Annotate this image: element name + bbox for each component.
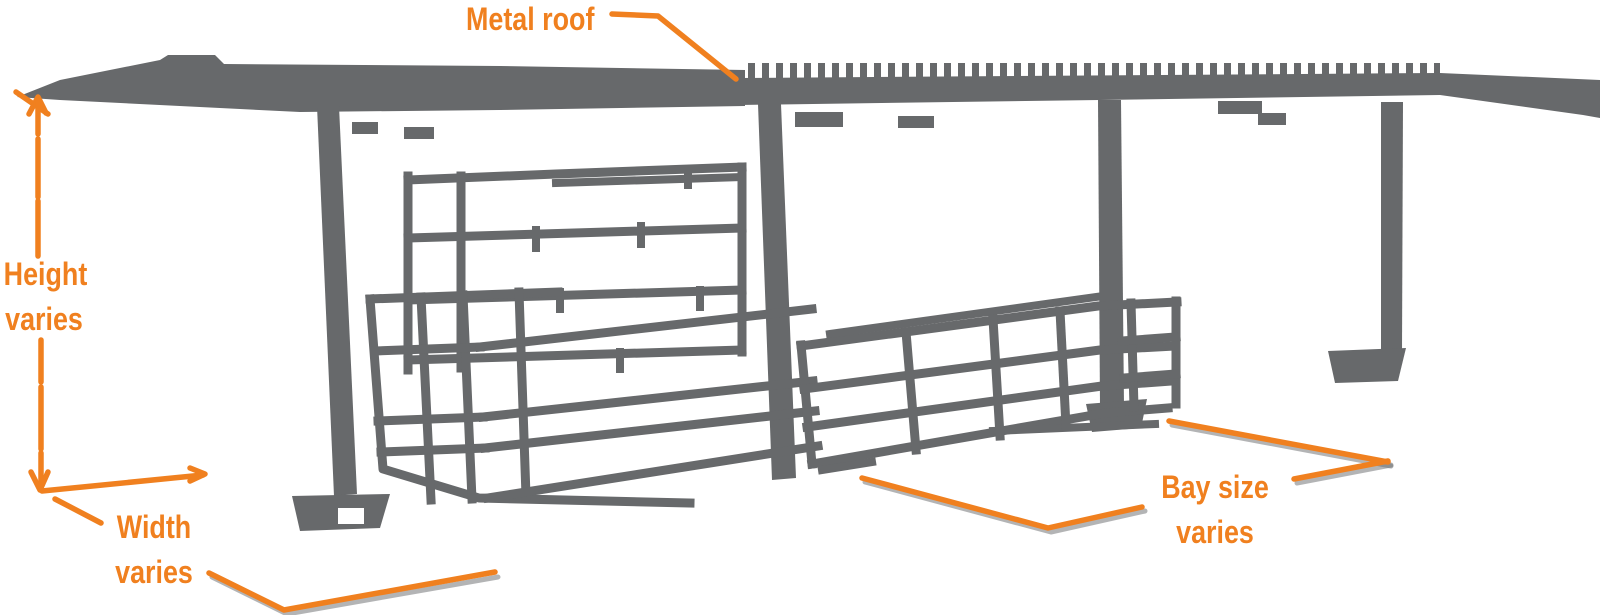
lumber-stack-left-front (365, 287, 824, 508)
metal-roof-slab (17, 55, 1600, 118)
metal-roof-leader-line (609, 11, 739, 82)
width-label-line1: Width (116, 509, 192, 545)
height-label-line1: Height (3, 256, 88, 292)
metal-roof-label: Metal roof (466, 1, 595, 37)
bay-size-varies-label: Bay size varies (1160, 465, 1269, 555)
width-varies-leader-line (206, 569, 498, 613)
height-label-line2: varies (5, 301, 83, 337)
width-dimension-line (39, 465, 208, 526)
bay-label-line1: Bay size (1161, 469, 1269, 505)
lumber-stack-right (795, 292, 1182, 475)
height-varies-label: Height varies (3, 252, 88, 342)
bay-label-line2: varies (1176, 514, 1254, 550)
roof-framing-bits (352, 101, 1286, 139)
post-2 (758, 104, 796, 480)
width-label-line2: varies (115, 554, 193, 590)
post-4 (1328, 102, 1406, 383)
post-1 (292, 106, 390, 531)
width-varies-label: Width varies (109, 505, 200, 595)
bay-size-leader-lines (859, 418, 1391, 531)
